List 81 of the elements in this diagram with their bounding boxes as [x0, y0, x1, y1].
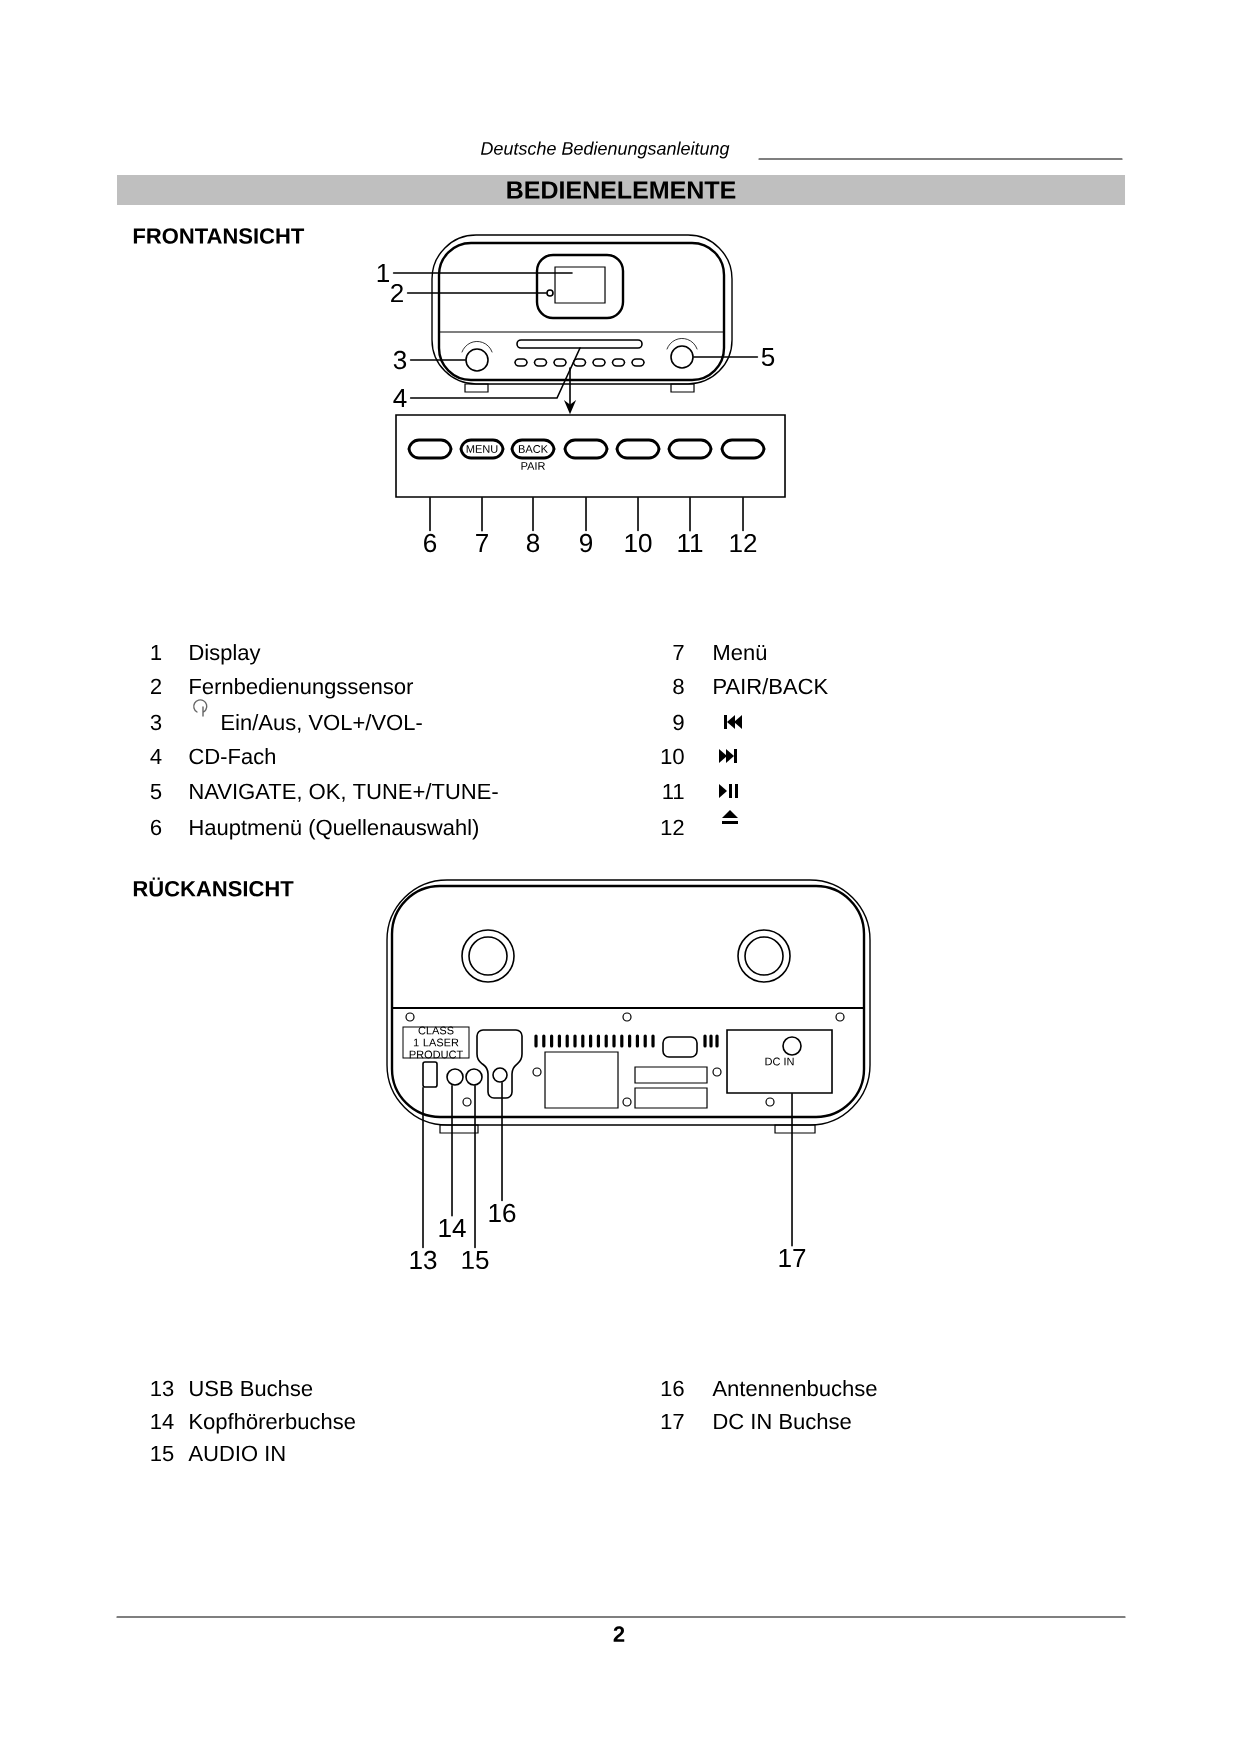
item-text: Antennenbuchse: [712, 1380, 877, 1397]
audio-jack: [465, 1068, 483, 1086]
item-number: 13: [151, 1380, 174, 1397]
item-number: 14: [151, 1413, 174, 1429]
callout-number: 13: [410, 1250, 437, 1270]
item-text: Fernbedienungssensor: [190, 678, 414, 699]
item-number: 15: [151, 1445, 174, 1462]
panel-box: [395, 414, 786, 498]
callout-number: 4: [393, 389, 407, 407]
item-number: 11: [663, 783, 684, 799]
usb-port: [422, 1061, 438, 1088]
callout-number: 12: [730, 533, 757, 553]
leader-line: [742, 497, 744, 532]
leader-line: [451, 1085, 453, 1217]
section-heading: FRONTANSICHT: [133, 228, 305, 244]
section-heading: RÜCKANSICHT: [133, 877, 294, 897]
leader-line: [429, 497, 431, 532]
callout-number: 6: [424, 533, 437, 553]
leader-line: [409, 347, 581, 399]
leader-line: [474, 1085, 476, 1249]
leader-line: [693, 356, 759, 358]
item-text: USB Buchse: [190, 1380, 313, 1397]
antenna-jack: [492, 1067, 508, 1083]
callout-number: 1: [377, 264, 389, 282]
callout-number: 2: [391, 283, 403, 303]
leader-line: [422, 1087, 424, 1249]
button-label: BACK: [518, 445, 548, 453]
item-text: Hauptmenü (Quellenauswahl): [190, 819, 478, 840]
callout-number: 10: [625, 533, 652, 553]
leader-line: [791, 1093, 793, 1247]
item-number: 6: [151, 819, 162, 836]
leader-line: [585, 497, 587, 532]
item-text: Menü: [714, 644, 766, 661]
item-text: PAIR/BACK: [714, 678, 828, 695]
leader-line: [532, 497, 534, 532]
callout-number: 8: [526, 533, 540, 553]
item-number: 3: [150, 714, 162, 731]
leader-line: [392, 272, 573, 274]
item-number: 1: [151, 644, 162, 660]
item-number: 8: [673, 678, 684, 695]
headphone-jack: [446, 1068, 464, 1086]
item-number: 17: [661, 1413, 684, 1429]
item-number: 16: [661, 1380, 684, 1397]
leader-line: [689, 497, 691, 532]
item-number: 7: [673, 644, 684, 660]
callout-number: 15: [462, 1250, 489, 1270]
title-bar: BEDIENELEMENTE: [117, 175, 1125, 205]
leader-line: [481, 497, 483, 532]
item-number: 4: [150, 748, 162, 764]
item-number: 10: [661, 748, 684, 765]
callout-number: 16: [489, 1203, 516, 1223]
connector-panel: DC IN: [726, 1029, 833, 1094]
item-number: 9: [673, 714, 684, 731]
leader-line: [501, 1082, 503, 1202]
item-text: AUDIO IN: [188, 1445, 285, 1462]
item-number: 2: [151, 678, 161, 694]
header-text: Deutsche Bedienungsanleitung: [480, 141, 730, 159]
callout-number: 11: [678, 534, 703, 552]
leader-line: [406, 292, 547, 294]
button-label: PAIR: [521, 462, 545, 470]
item-text: NAVIGATE, OK, TUNE+/TUNE-: [190, 783, 498, 802]
callout-number: 14: [439, 1219, 466, 1237]
leader-line: [637, 497, 639, 532]
callout-number: 7: [476, 534, 488, 552]
callout-number: 9: [580, 533, 592, 553]
leader-line: [409, 359, 466, 361]
callout-number: 3: [393, 350, 407, 370]
warning-label: CLASS 1 LASER PRODUCT: [409, 1026, 463, 1059]
item-text: Ein/Aus, VOL+/VOL-: [222, 714, 422, 733]
button-label: MENU: [466, 445, 498, 453]
item-number: 12: [661, 819, 684, 835]
item-number: 5: [150, 783, 162, 800]
knob: [465, 348, 489, 372]
item-text: Display: [190, 644, 261, 665]
page-number: 2: [613, 1626, 625, 1642]
item-text: CD-Fach: [189, 748, 275, 765]
item-text: DC IN Buchse: [714, 1413, 851, 1430]
knob: [670, 345, 694, 369]
callout-number: 5: [761, 347, 775, 367]
callout-number: 17: [779, 1249, 806, 1267]
item-text: Kopfhörerbuchse: [190, 1413, 355, 1434]
